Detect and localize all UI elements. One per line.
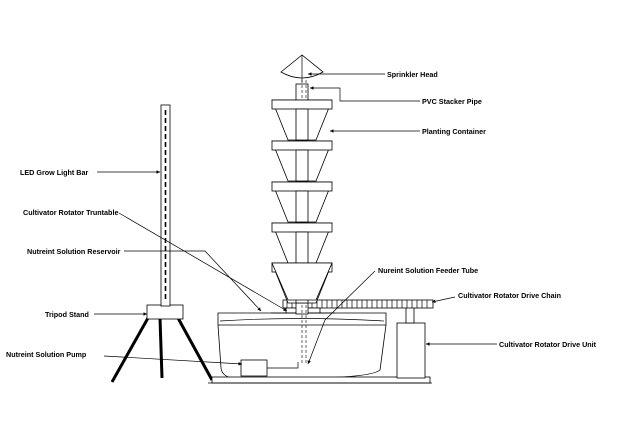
label-planting-container: Planting Container	[422, 127, 486, 136]
planting-container-tier	[271, 99, 333, 141]
planting-container-tier	[271, 222, 333, 264]
label-sprinkler-head: Sprinkler Head	[387, 70, 438, 79]
label-nureint-solution-feeder-tube: Nureint Solution Feeder Tube	[378, 266, 478, 275]
label-cultivator-rotator-drive-chain: Cultivator Rotator Drive Chain	[458, 291, 561, 300]
leader-lines	[94, 72, 497, 366]
planting-container-tier	[271, 140, 333, 182]
label-led-grow-light-bar: LED Grow Light Bar	[20, 168, 88, 177]
planting-containers	[271, 99, 333, 304]
sprinkler-head	[280, 54, 324, 82]
label-pvc-stacker-pipe: PVC Stacker Pipe	[422, 97, 482, 106]
label-tripod-stand: Tripod Stand	[45, 310, 89, 319]
cultivator-rotator-drive-unit	[396, 304, 426, 379]
led-grow-light-bar	[160, 104, 171, 307]
planting-container-tier	[271, 181, 333, 223]
label-nutreint-solution-pump: Nutreint Solution Pump	[6, 350, 87, 359]
nutrient-solution-pump	[240, 359, 299, 377]
tripod-stand	[110, 304, 214, 383]
label-cultivator-rotator-drive-unit: Cultivator Rotator Drive Unit	[499, 340, 597, 349]
label-cultivator-rotator-truntable: Cultivator Rotator Truntable	[23, 208, 118, 217]
planting-container-base	[271, 262, 333, 301]
label-nutreint-solution-reservoir: Nutreint Solution Reservoir	[27, 247, 121, 256]
